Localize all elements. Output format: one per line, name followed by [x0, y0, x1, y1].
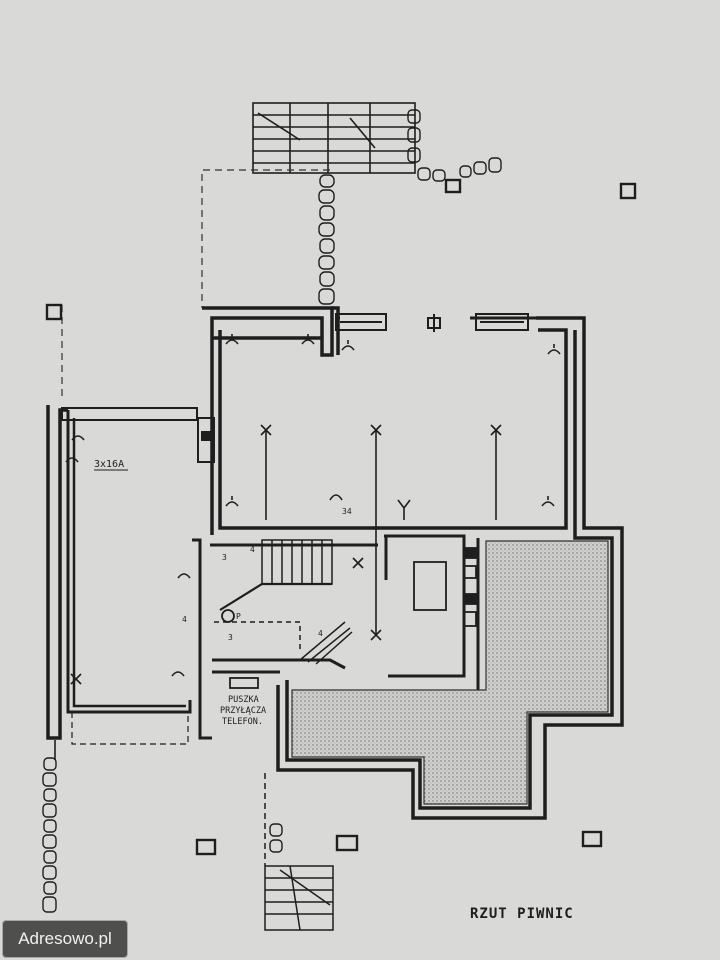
box-label-line-2: PRZYŁĄCZA: [220, 706, 266, 716]
inner-stairs: [214, 539, 353, 665]
bottom-stairs: [264, 773, 334, 931]
walls: [192, 306, 624, 820]
hatched-floor: [291, 540, 609, 805]
box-label-line-3: TELEFON.: [222, 717, 263, 727]
left-wing: [46, 405, 198, 760]
meter-label: P: [236, 612, 241, 621]
stair-number-1: 3: [222, 553, 227, 562]
fixtures: [221, 547, 477, 689]
stair-number-5: 4: [318, 629, 323, 638]
electrical-lines: [65, 334, 561, 685]
watermark-badge: Adresowo.pl: [2, 920, 128, 958]
plan-title: RZUT PIWNIC: [470, 906, 574, 922]
windows: [197, 313, 529, 463]
box-label-line-1: PUSZKA: [228, 695, 259, 705]
terrace-outline: [61, 169, 330, 400]
stair-number-4: 3: [228, 633, 233, 642]
stone-path-bottom: [42, 757, 283, 913]
stair-number-3: 4: [182, 615, 187, 624]
fixture-label: 34: [342, 507, 352, 516]
posts: [45, 178, 637, 856]
circuit-label: 3x16A: [94, 459, 124, 470]
stone-path-top: [318, 109, 502, 305]
stair-number-2: 4: [250, 545, 255, 554]
top-stairs: [252, 102, 416, 174]
